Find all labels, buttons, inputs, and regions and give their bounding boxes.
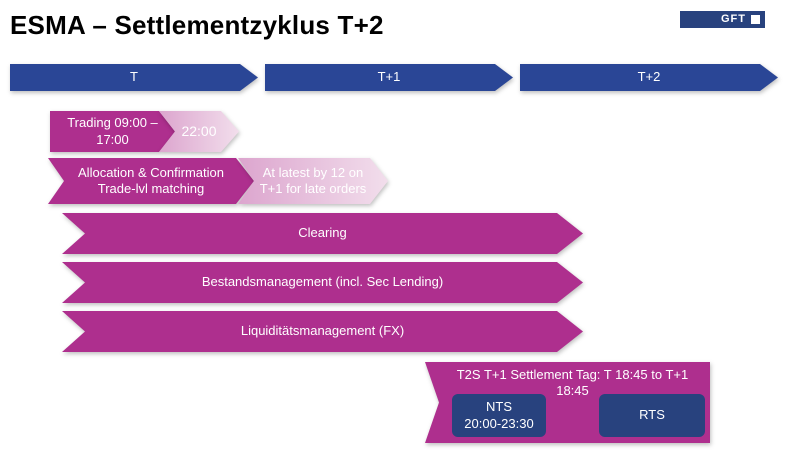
clearing-arrow: Clearing	[62, 213, 583, 254]
allocation-arrow: Allocation & Confirmation Trade-lvl matc…	[48, 158, 254, 204]
allocation-extension-line1: At latest by 12 on	[262, 164, 364, 180]
settlement-title-line1: T2S T+1 Settlement Tag: T 18:45 to T+1	[456, 367, 689, 382]
trading-label-line1: Trading 09:00 –	[67, 115, 158, 131]
trading-label-line2: 17:00	[96, 131, 129, 147]
liquiditaetsmanagement-label: Liquiditätsmanagement (FX)	[240, 323, 405, 339]
allocation-label-line1: Allocation & Confirmation	[78, 164, 224, 180]
gft-logo-text: GFT	[721, 13, 746, 25]
settlement-title: T2S T+1 Settlement Tag: T 18:45 to T+1 1…	[443, 367, 693, 400]
timeline-arrow-t1: T+1	[265, 64, 513, 91]
timeline-arrow-t: T	[10, 64, 258, 91]
nts-hours: 20:00-23:30	[464, 415, 534, 431]
bestandsmanagement-arrow: Bestandsmanagement (incl. Sec Lending)	[62, 262, 583, 303]
timeline-label-t: T	[130, 69, 138, 85]
nts-box: NTS 20:00-23:30	[452, 394, 546, 437]
allocation-extension-arrow: At latest by 12 on T+1 for late orders	[238, 158, 388, 204]
allocation-extension-line2: T+1 for late orders	[259, 181, 367, 196]
page-title: ESMA – Settlementzyklus T+2	[10, 10, 384, 40]
gft-logo: GFT	[680, 11, 765, 28]
liquiditaetsmanagement-arrow: Liquiditätsmanagement (FX)	[62, 311, 583, 352]
nts-label: NTS	[486, 398, 512, 414]
allocation-label-line2: Trade-lvl matching	[97, 181, 205, 196]
gft-logo-square-icon	[751, 15, 760, 24]
timeline-label-t1: T+1	[377, 69, 401, 85]
bestandsmanagement-label: Bestandsmanagement (incl. Sec Lending)	[201, 274, 444, 290]
timeline-label-t2: T+2	[637, 69, 661, 85]
trading-arrow: Trading 09:00 – 17:00	[50, 111, 175, 152]
rts-box: RTS	[599, 394, 705, 437]
trading-extension-label: 22:00	[181, 122, 217, 139]
trading-extension-arrow: 22:00	[159, 111, 239, 152]
timeline-arrow-t2: T+2	[520, 64, 778, 91]
settlement-title-line2: 18:45	[556, 383, 589, 399]
clearing-label: Clearing	[298, 225, 347, 241]
settlement-box: T2S T+1 Settlement Tag: T 18:45 to T+1 1…	[425, 362, 710, 443]
rts-label: RTS	[639, 407, 665, 423]
